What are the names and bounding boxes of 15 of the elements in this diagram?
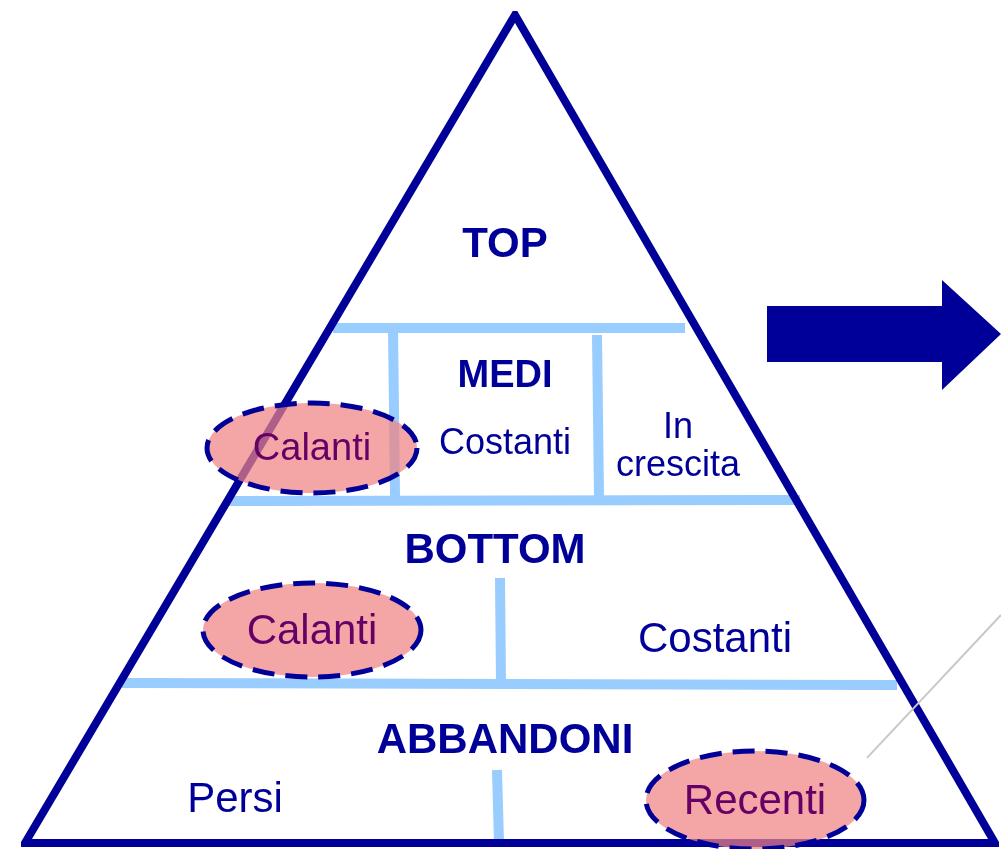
segment-label: Persi	[187, 775, 283, 821]
segment-label: Recenti	[683, 777, 827, 823]
segment-label: In crescita	[615, 407, 741, 483]
level-heading: MEDI	[457, 355, 553, 395]
highlight-ellipse	[204, 400, 420, 496]
level-heading: ABBANDONI	[376, 716, 634, 762]
segment-label: Costanti	[438, 423, 572, 461]
highlight-ellipse	[200, 580, 424, 680]
level-heading: TOP	[462, 220, 548, 266]
segment-label: Costanti	[637, 615, 793, 661]
segment-label: Calanti	[246, 607, 378, 653]
connector-line	[866, 614, 1001, 759]
segment-label: Calanti	[252, 428, 372, 468]
level-heading: BOTTOM	[404, 526, 586, 572]
pyramid-triangle	[21, 11, 999, 847]
